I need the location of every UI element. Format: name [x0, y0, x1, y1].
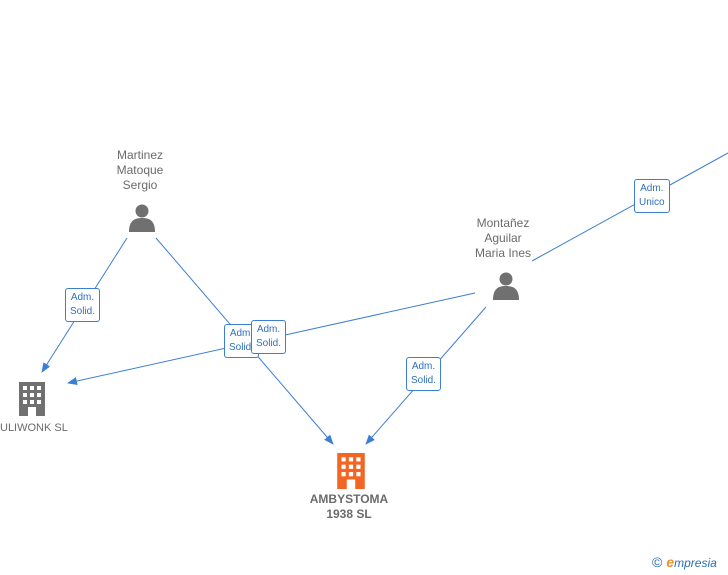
copyright-icon: ©: [652, 554, 663, 570]
company-name-uliwonk[interactable]: ULIWONK SL: [0, 422, 68, 434]
brand-logo: ©empresia: [652, 554, 717, 570]
person-icon[interactable]: [491, 270, 521, 300]
building-icon[interactable]: [335, 453, 367, 489]
edge-badge-e5[interactable]: Adm. Unico: [634, 179, 670, 213]
brand-initial: e: [666, 554, 675, 570]
building-icon[interactable]: [17, 382, 47, 416]
edge-line-e5: [531, 152, 728, 262]
person-name-martinez[interactable]: Martinez Matoque Sergio: [116, 148, 164, 192]
edge-badge-e3[interactable]: Adm. Solid.: [251, 320, 287, 354]
company-name-ambystoma[interactable]: AMBYSTOMA 1938 SL: [309, 492, 389, 521]
brand-name: mpresia: [674, 556, 717, 570]
person-icon[interactable]: [127, 202, 157, 232]
edge-badge-e1[interactable]: Adm. Solid.: [65, 288, 101, 322]
person-name-montanez[interactable]: Montañez Aguilar Maria Ines: [474, 216, 532, 260]
edge-badge-e4[interactable]: Adm. Solid.: [406, 357, 442, 391]
